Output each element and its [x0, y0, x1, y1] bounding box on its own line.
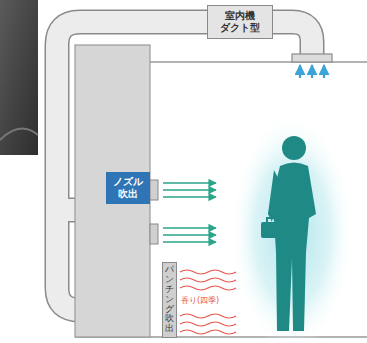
person-silhouette — [261, 136, 316, 331]
up-arrows — [300, 65, 324, 78]
punching-outlet-box: パンチング吹出 — [162, 262, 177, 338]
ceiling-line — [150, 61, 367, 63]
indoor-unit-box: 室内機 ダクト型 — [207, 5, 273, 39]
scent-waves — [180, 270, 236, 334]
person-glow — [230, 112, 354, 343]
air-arrows — [163, 183, 216, 242]
node-text: 室内機 ダクト型 — [216, 10, 264, 34]
nozzle-outlet-box: ノズル 吹出 — [106, 172, 150, 204]
photo-fragment — [0, 0, 38, 155]
node-text: パンチング吹出 — [165, 265, 174, 334]
node-text: ノズル 吹出 — [111, 176, 145, 200]
photo-detail — [0, 129, 38, 140]
ceiling-vent — [292, 54, 332, 62]
nozzle-outlet — [150, 180, 158, 200]
scent-label: 香り(四季) — [181, 295, 219, 306]
nozzle-outlet — [150, 224, 158, 244]
equipment-column — [75, 45, 150, 337]
